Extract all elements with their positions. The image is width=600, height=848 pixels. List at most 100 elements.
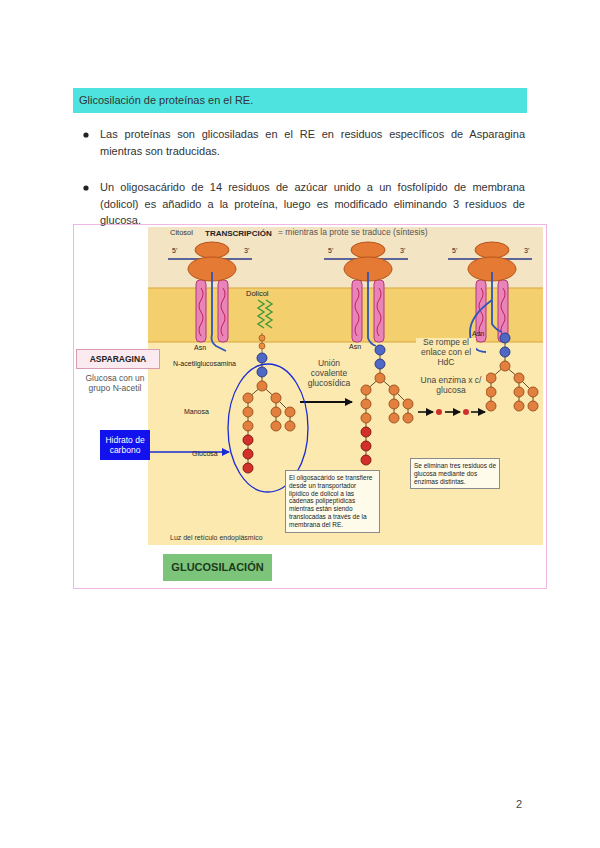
sugar-residue — [285, 407, 295, 417]
translocon-channels — [377, 288, 381, 336]
translocon-channels — [199, 288, 203, 336]
sugar-residue — [271, 407, 281, 417]
bullet-dots — [83, 185, 88, 190]
sugar-residue — [403, 413, 413, 423]
handwritten-note: Una enzima x c/ glucosa — [416, 376, 486, 396]
pyrophosphate — [259, 333, 265, 353]
node-text: Glicosilación de proteínas en el RE. — [79, 94, 521, 107]
figure-title-box: GLUCOSILACIÓN — [163, 554, 272, 581]
sugar-residue — [486, 387, 496, 397]
translocon-channels — [199, 288, 505, 336]
sugar-residue — [257, 367, 267, 377]
node-text: Hidrato de carbono — [102, 435, 148, 455]
translocons — [196, 280, 206, 342]
sugar-residue — [271, 421, 281, 431]
sugar-residue — [361, 455, 371, 465]
dolichol-lipid — [258, 300, 272, 328]
sugar-residue — [500, 347, 510, 357]
sugar-residue — [375, 373, 385, 383]
sugar-residue — [500, 333, 510, 343]
sugar-residue — [285, 421, 295, 431]
term-box: ASPARAGINA — [76, 349, 160, 369]
sugar-residue — [361, 441, 371, 451]
pyrophosphate — [259, 343, 265, 349]
sugar-residue — [389, 385, 399, 395]
sugar-residue — [243, 393, 253, 403]
figure-frame — [74, 225, 547, 589]
bullet-dots — [83, 132, 88, 190]
cell-background — [148, 342, 543, 545]
sugar-residue — [500, 361, 510, 371]
ribosomes — [195, 242, 229, 258]
callout-box: El oligosacárido se transfiere desde un … — [285, 470, 380, 533]
pyrophosphate — [259, 335, 265, 341]
strand-end: 5' — [328, 247, 340, 255]
bullet-dots — [83, 132, 88, 137]
sugar-residue — [491, 338, 533, 406]
node-text: ASPARAGINA — [79, 354, 157, 364]
page-number: 2 — [516, 798, 532, 811]
residue-label: Asn — [349, 343, 365, 351]
strand-end: 3' — [400, 247, 412, 255]
sugar-residue — [514, 387, 524, 397]
oligosaccharide-trees — [243, 333, 538, 473]
residue-label: Asn — [472, 330, 488, 338]
sugar-residue — [361, 385, 371, 395]
sugar-residue — [514, 373, 524, 383]
sugar-residue — [361, 413, 371, 423]
region-label: Luz del retículo endoplásmico — [170, 534, 280, 542]
bullet-text: Un oligosacárido de 14 residuos de azúca… — [100, 179, 525, 229]
part-label: Dolicol — [246, 290, 276, 299]
sugar-residue — [243, 421, 253, 431]
sugar-residue — [403, 399, 413, 409]
polypeptide-chains — [212, 272, 227, 351]
sugar-residue — [514, 401, 524, 411]
cell-background — [148, 227, 543, 545]
ribosomes — [351, 242, 385, 258]
sugar-residue — [243, 449, 253, 459]
node-text: El oligosacárido se transfiere desde un … — [289, 474, 376, 529]
sugar-residue — [257, 353, 267, 363]
process-arrows — [300, 401, 352, 403]
sugar-residue — [248, 358, 290, 468]
translocons — [218, 280, 228, 342]
node-text: GLUCOSILACIÓN — [167, 561, 268, 574]
node-text: Se eliminan tres residuos de glucosa med… — [414, 462, 496, 485]
sugar-residue — [243, 435, 253, 445]
ribosomes — [475, 242, 509, 258]
sugar-label: Glucosa — [192, 450, 228, 458]
callout-box: Se eliminan tres residuos de glucosa med… — [410, 458, 500, 489]
process-arrows — [463, 409, 469, 415]
translocons — [498, 280, 508, 342]
sugar-residue — [366, 350, 408, 460]
sugar-residue — [486, 373, 496, 383]
sugar-residue — [243, 407, 253, 417]
strand-end: 5' — [172, 247, 184, 255]
sugar-residue — [361, 399, 371, 409]
process-arrows — [436, 409, 442, 415]
sugar-label: N-acetilglucosamina — [156, 360, 236, 368]
sugar-residue — [389, 413, 399, 423]
dolichol-lipid — [258, 300, 264, 328]
handwritten-note: = mientras la prote se traduce (síntesis… — [278, 228, 468, 238]
translocon-channels — [355, 288, 359, 336]
sugar-residue — [375, 359, 385, 369]
sugar-residue — [257, 381, 267, 391]
sugar-residue — [375, 345, 385, 355]
sugar-residue — [528, 387, 538, 397]
sugar-residue — [243, 463, 253, 473]
translocons — [196, 280, 508, 342]
cell-background — [148, 227, 543, 288]
translocons — [374, 280, 384, 342]
process-arrows — [418, 411, 433, 413]
handwritten-note: Se rompe el enlace con el HdC — [416, 338, 476, 367]
translocon-channels — [221, 288, 225, 336]
polypeptide-chains — [492, 272, 502, 332]
strand-end: 3' — [524, 247, 536, 255]
sugar-residue — [361, 427, 371, 437]
region-label: Citosol — [170, 229, 202, 238]
process-arrows — [300, 402, 485, 415]
heading-band: Glicosilación de proteínas en el RE. — [73, 88, 527, 113]
